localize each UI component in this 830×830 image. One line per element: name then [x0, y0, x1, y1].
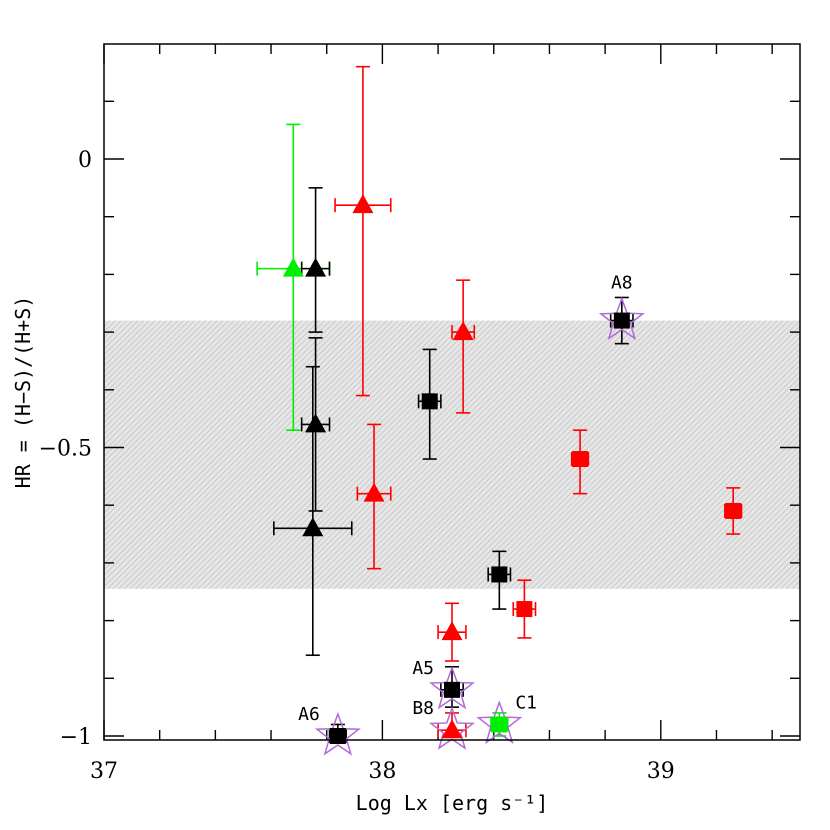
- triangle-marker: [305, 413, 327, 433]
- square-marker: [491, 716, 508, 733]
- triangle-marker: [441, 719, 463, 739]
- star-marker: [428, 706, 476, 750]
- star-marker: [598, 296, 645, 341]
- x-tick-label: 37: [90, 759, 118, 784]
- square-marker: [613, 312, 630, 329]
- star-marker: [476, 700, 523, 745]
- square-marker: [329, 728, 346, 744]
- x-tick-label: 38: [368, 759, 396, 784]
- y-axis-label: HR = (H−S)/(H+S): [11, 296, 35, 489]
- triangle-marker: [452, 321, 474, 341]
- star-marker: [428, 665, 476, 710]
- triangle-marker: [302, 517, 324, 537]
- square-marker: [421, 393, 438, 410]
- shaded-band: [104, 320, 800, 589]
- triangle-marker: [352, 194, 374, 214]
- plot-frame: [103, 43, 801, 741]
- y-tick-label: 0: [78, 148, 92, 173]
- point-annotation-a6: A6: [298, 704, 320, 725]
- error-bar: [451, 279, 476, 414]
- triangle-marker: [305, 257, 327, 277]
- y-tick-label: −1: [60, 725, 92, 750]
- y-tick-label: −0.5: [39, 437, 92, 462]
- triangle-marker: [363, 482, 385, 502]
- square-marker: [725, 502, 742, 519]
- square-marker: [491, 566, 508, 583]
- x-tick-label: 39: [647, 759, 675, 784]
- x-axis-label: Log Lx [erg s⁻¹]: [356, 791, 549, 815]
- point-annotation-a8: A8: [611, 273, 633, 294]
- point-annotation-b8: B8: [412, 698, 434, 719]
- triangle-marker: [282, 257, 304, 277]
- square-marker: [572, 451, 589, 468]
- square-marker: [516, 601, 533, 618]
- triangle-marker: [441, 621, 463, 641]
- star-marker: [314, 711, 361, 756]
- point-annotation-c1: C1: [515, 692, 537, 713]
- square-marker: [444, 681, 460, 698]
- point-annotation-a5: A5: [412, 658, 434, 679]
